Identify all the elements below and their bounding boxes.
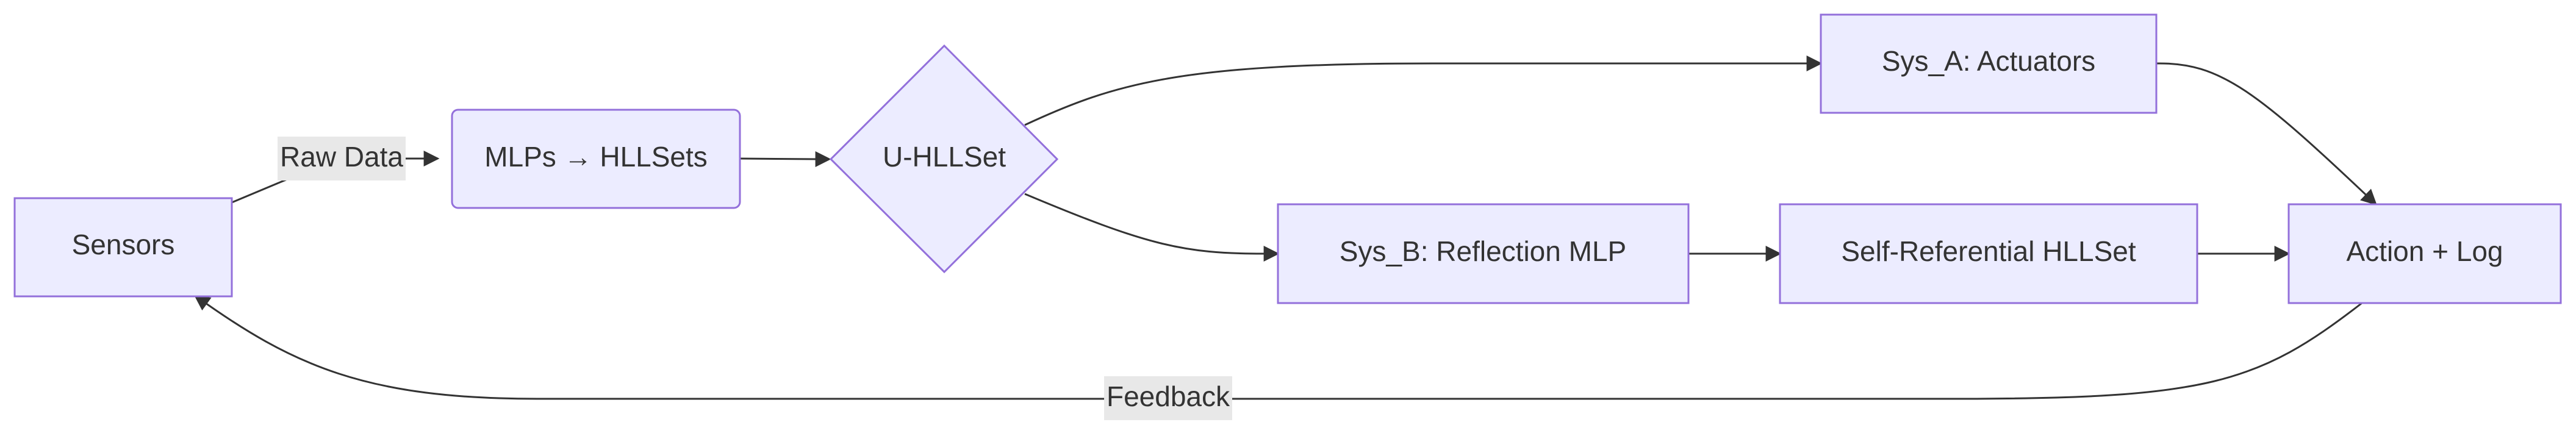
node-sys-b-reflection: Sys_B: Reflection MLP xyxy=(1277,203,1690,304)
edge-uhllset-to-sys-a xyxy=(1024,55,1823,126)
raw-data-label: Raw Data xyxy=(280,141,403,173)
feedback-label: Feedback xyxy=(1107,381,1230,412)
u-hllset-label: U-HLLSet xyxy=(883,141,1006,173)
edge-uhllset-to-sys-b xyxy=(1024,193,1280,262)
mlps-hllsets-box xyxy=(451,109,741,209)
self-ref-label: Self-Referential HLLSet xyxy=(1841,235,2136,267)
node-self-referential: Self-Referential HLLSet xyxy=(1779,203,2198,304)
edge-action-to-sensors xyxy=(193,295,2363,400)
sensors-box xyxy=(13,197,233,298)
action-log-box xyxy=(2287,203,2562,304)
node-u-hllset: U-HLLSet xyxy=(829,44,1059,274)
action-log-label: Action + Log xyxy=(2346,235,2503,267)
edge-sys-a-to-action xyxy=(2156,62,2377,205)
node-mlps-hllsets: MLPs → HLLSets xyxy=(451,109,741,209)
sys-a-label: Sys_A: Actuators xyxy=(1882,45,2095,77)
node-action-log: Action + Log xyxy=(2287,203,2562,304)
mlps-hllsets-label: MLPs → HLLSets xyxy=(484,141,708,173)
sys-a-box xyxy=(1820,13,2158,114)
edge-label-raw-data: Raw Data xyxy=(278,137,406,180)
u-hllset-diamond xyxy=(829,44,1059,274)
sensors-label: Sensors xyxy=(72,229,175,260)
sys-b-label: Sys_B: Reflection MLP xyxy=(1340,235,1626,267)
raw-data-label-bg xyxy=(278,137,406,180)
node-sys-a-actuators: Sys_A: Actuators xyxy=(1820,13,2158,114)
sys-b-box xyxy=(1277,203,1690,304)
self-ref-box xyxy=(1779,203,2198,304)
edge-label-feedback: Feedback xyxy=(1104,376,1232,420)
node-sensors: Sensors xyxy=(13,197,233,298)
feedback-label-bg xyxy=(1104,376,1232,420)
